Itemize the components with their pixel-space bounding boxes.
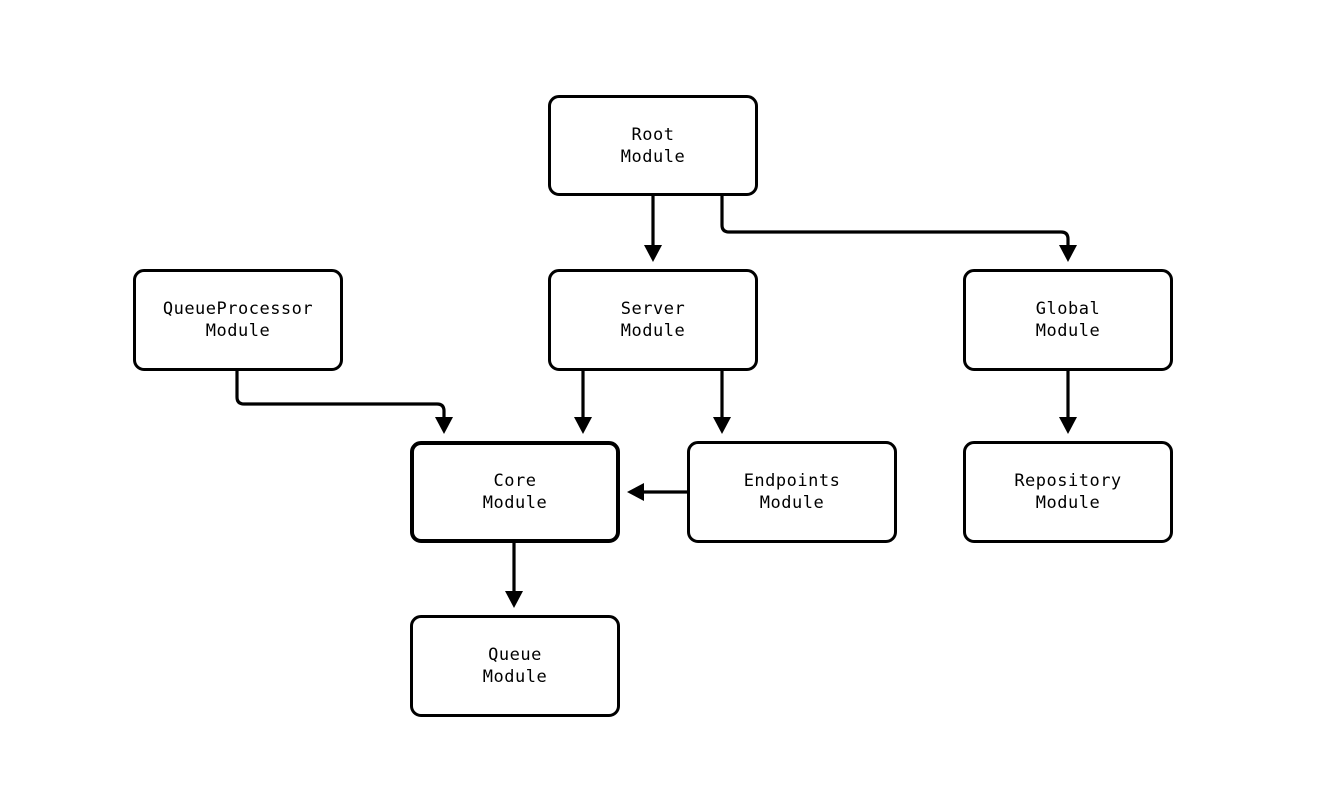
node-label: Global Module [1035, 299, 1101, 341]
arrow-head-icon [627, 483, 644, 501]
arrow-head-icon [435, 417, 453, 434]
edge-root-server [644, 196, 662, 262]
edge-core-queue [505, 543, 523, 608]
node-root[interactable]: Root Module [548, 95, 758, 196]
edge-queueprocessor-core [235, 371, 453, 434]
edge-server-core [574, 371, 592, 434]
edge-global-repository [1059, 371, 1077, 434]
node-label: Root Module [620, 124, 686, 167]
node-queue[interactable]: Queue Module [410, 615, 620, 717]
edge-server-endpoints [713, 371, 731, 434]
edge-endpoints-core [627, 483, 687, 501]
node-label: QueueProcessor Module [162, 299, 314, 341]
node-core[interactable]: Core Module [410, 441, 620, 543]
arrow-head-icon [644, 245, 662, 262]
node-global[interactable]: Global Module [963, 269, 1173, 371]
arrow-head-icon [1059, 417, 1077, 434]
node-repository[interactable]: Repository Module [963, 441, 1173, 543]
node-label: Core Module [482, 471, 548, 513]
arrow-head-icon [1059, 245, 1077, 262]
arrow-head-icon [505, 591, 523, 608]
edge-root-global [720, 196, 1077, 262]
node-label: Repository Module [1014, 471, 1122, 513]
node-label: Server Module [620, 299, 686, 341]
edge-line [235, 371, 446, 419]
node-queueprocessor[interactable]: QueueProcessor Module [133, 269, 343, 371]
arrow-head-icon [574, 417, 592, 434]
node-label: Endpoints Module [743, 471, 841, 513]
edge-line [720, 196, 1070, 247]
node-server[interactable]: Server Module [548, 269, 758, 371]
node-label: Queue Module [482, 645, 548, 687]
node-endpoints[interactable]: Endpoints Module [687, 441, 897, 543]
arrow-head-icon [713, 417, 731, 434]
